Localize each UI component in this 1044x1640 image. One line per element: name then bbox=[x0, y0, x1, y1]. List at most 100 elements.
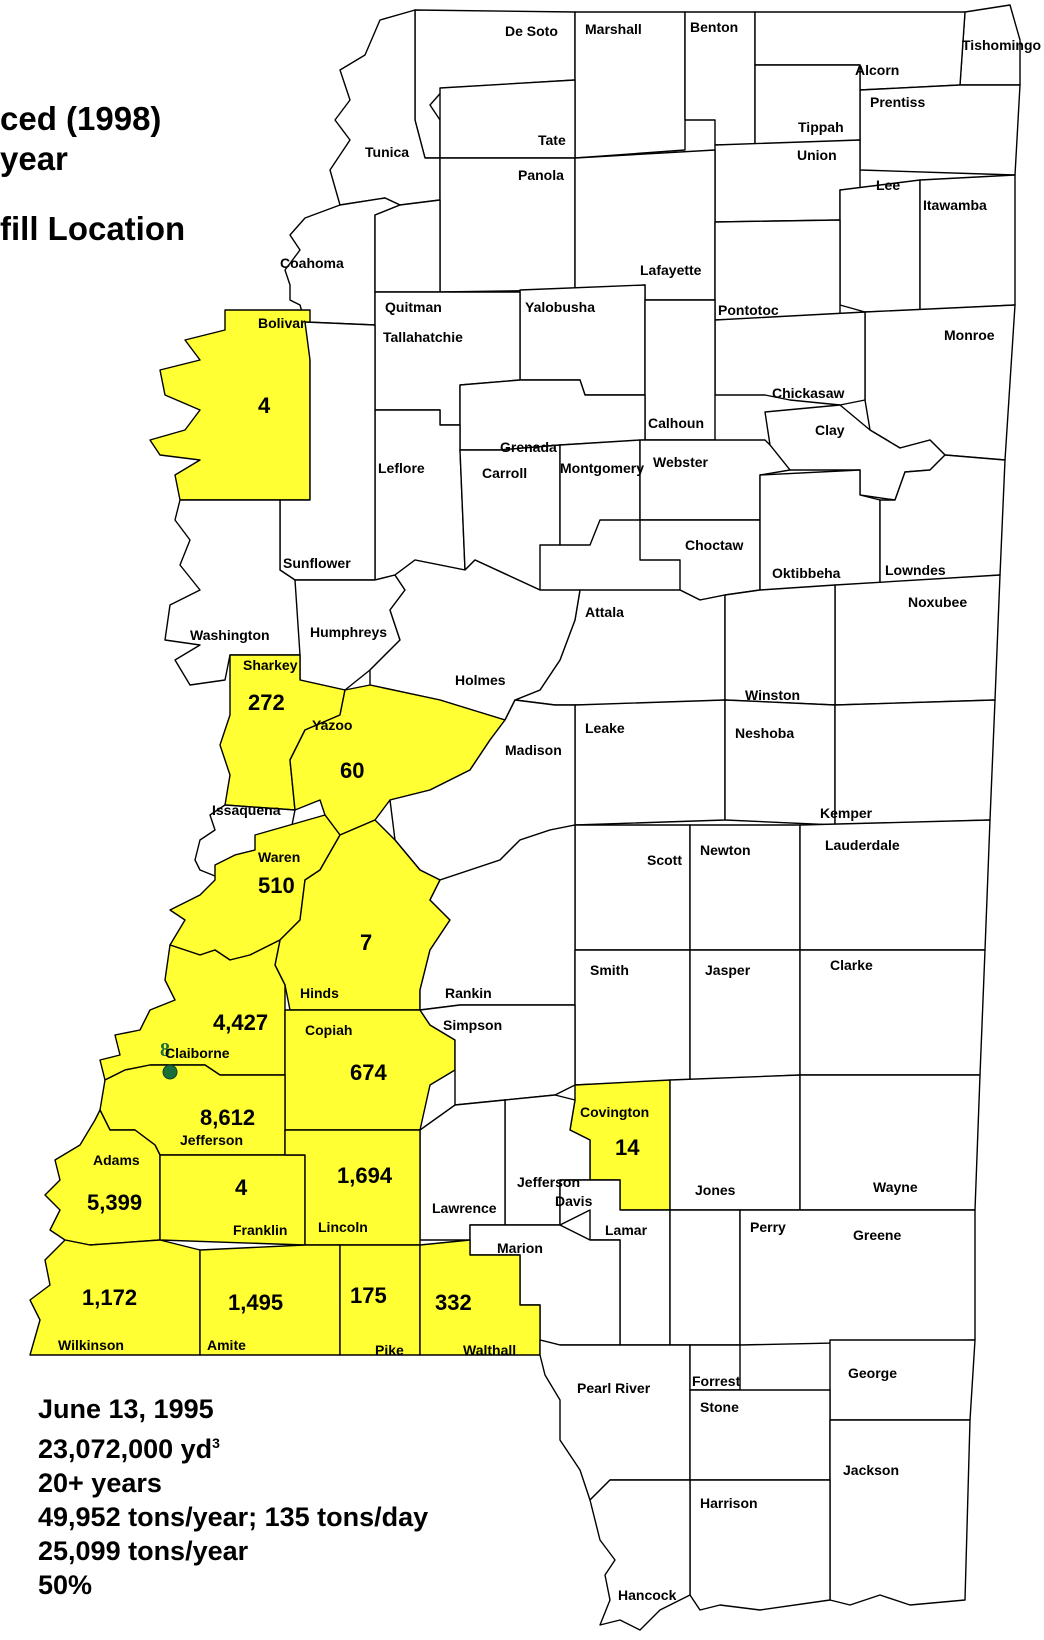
county-clarke[interactable] bbox=[799, 949, 986, 1076]
label-clarke: Clarke bbox=[830, 957, 873, 973]
county-jackson[interactable] bbox=[829, 1419, 971, 1606]
label-yalobusha: Yalobusha bbox=[525, 299, 595, 315]
value-adams: 5,399 bbox=[87, 1190, 142, 1215]
label-covington: Covington bbox=[580, 1104, 649, 1120]
label-jefferson: Jefferson bbox=[180, 1132, 243, 1148]
county-leake[interactable] bbox=[574, 699, 726, 826]
value-hinds: 7 bbox=[360, 930, 372, 955]
county-walthall[interactable] bbox=[419, 1239, 541, 1356]
label-oktibbeha: Oktibbeha bbox=[772, 565, 841, 581]
label-alcorn: Alcorn bbox=[855, 62, 899, 78]
label-attala: Attala bbox=[585, 604, 624, 620]
label-noxubee: Noxubee bbox=[908, 594, 967, 610]
label-adams: Adams bbox=[93, 1152, 140, 1168]
value-copiah: 674 bbox=[350, 1060, 387, 1085]
county-bolivar[interactable] bbox=[149, 309, 311, 501]
label-tunica: Tunica bbox=[365, 144, 409, 160]
label-coahoma: Coahoma bbox=[280, 255, 344, 271]
stats-volume-value: 23,072,000 yd bbox=[38, 1434, 213, 1464]
stats-percent: 50% bbox=[38, 1570, 93, 1600]
county-leflore[interactable] bbox=[374, 409, 466, 581]
legend-line-1: ced (1998) bbox=[0, 100, 162, 137]
label-desoto: De Soto bbox=[505, 23, 558, 39]
label-lowndes: Lowndes bbox=[885, 562, 946, 578]
stats-date: June 13, 1995 bbox=[38, 1394, 214, 1424]
label-jasper: Jasper bbox=[705, 962, 751, 978]
county-quitman[interactable] bbox=[374, 199, 441, 293]
county-harrison[interactable] bbox=[689, 1479, 831, 1611]
label-quitman: Quitman bbox=[385, 299, 442, 315]
county-pearlriver[interactable] bbox=[539, 1339, 691, 1501]
label-itawamba: Itawamba bbox=[923, 197, 987, 213]
value-bolivar: 4 bbox=[258, 393, 271, 418]
landfill-marker-label: 8 bbox=[160, 1039, 170, 1061]
label-pontotoc: Pontotoc bbox=[718, 302, 779, 318]
county-choctaw[interactable] bbox=[639, 519, 761, 601]
county-labels: De Soto Marshall Benton Tishomingo Alcor… bbox=[58, 19, 1041, 1603]
county-chickasaw[interactable] bbox=[714, 311, 866, 406]
county-adams[interactable] bbox=[44, 1109, 161, 1246]
label-madison: Madison bbox=[505, 742, 562, 758]
value-walthall: 332 bbox=[435, 1290, 472, 1315]
label-washington: Washington bbox=[190, 627, 270, 643]
label-monroe: Monroe bbox=[944, 327, 995, 343]
label-pike: Pike bbox=[375, 1342, 404, 1358]
label-lawrence: Lawrence bbox=[432, 1200, 497, 1216]
label-humphreys: Humphreys bbox=[310, 624, 387, 640]
value-jefferson: 8,612 bbox=[200, 1105, 255, 1130]
value-warren: 510 bbox=[258, 873, 295, 898]
label-marion: Marion bbox=[497, 1240, 543, 1256]
county-washington[interactable] bbox=[164, 499, 301, 686]
value-yazoo: 60 bbox=[340, 758, 364, 783]
stats-rate: 49,952 tons/year; 135 tons/day bbox=[38, 1502, 429, 1532]
label-webster: Webster bbox=[653, 454, 709, 470]
county-wilkinson[interactable] bbox=[29, 1239, 201, 1356]
label-panola: Panola bbox=[518, 167, 564, 183]
county-holmes[interactable] bbox=[369, 559, 581, 721]
label-pearlriver: Pearl River bbox=[577, 1380, 651, 1396]
label-george: George bbox=[848, 1365, 897, 1381]
label-winston: Winston bbox=[745, 687, 800, 703]
label-tippah: Tippah bbox=[798, 119, 844, 135]
stats-volume-unit-exponent: 3 bbox=[212, 1435, 220, 1451]
county-winston[interactable] bbox=[724, 584, 836, 706]
value-pike: 175 bbox=[350, 1283, 387, 1308]
label-chickasaw: Chickasaw bbox=[772, 385, 844, 401]
value-wilkinson: 1,172 bbox=[82, 1285, 137, 1310]
county-itawamba[interactable] bbox=[919, 174, 1016, 311]
label-walthall: Walthall bbox=[463, 1342, 516, 1358]
county-montgomery[interactable] bbox=[559, 439, 641, 546]
stats-years: 20+ years bbox=[38, 1468, 162, 1498]
county-tunica[interactable] bbox=[329, 9, 441, 206]
label-perry: Perry bbox=[750, 1219, 786, 1235]
county-hancock[interactable] bbox=[589, 1479, 691, 1631]
label-newton: Newton bbox=[700, 842, 751, 858]
landfill-marker[interactable] bbox=[162, 1064, 178, 1080]
label-holmes: Holmes bbox=[455, 672, 506, 688]
county-neshoba[interactable] bbox=[724, 699, 836, 826]
label-hancock: Hancock bbox=[618, 1587, 677, 1603]
county-lawrence[interactable] bbox=[419, 1099, 506, 1241]
label-tate: Tate bbox=[538, 132, 566, 148]
label-lee: Lee bbox=[876, 177, 900, 193]
county-lee[interactable] bbox=[839, 179, 921, 313]
legend-line-2: year bbox=[0, 140, 68, 177]
legend-line-3: fill Location bbox=[0, 210, 186, 247]
label-franklin: Franklin bbox=[233, 1222, 287, 1238]
county-union[interactable] bbox=[714, 139, 861, 223]
label-claiborne: Claiborne bbox=[165, 1045, 230, 1061]
county-scott[interactable] bbox=[574, 824, 691, 951]
label-lincoln: Lincoln bbox=[318, 1219, 368, 1235]
label-leflore: Leflore bbox=[378, 460, 425, 476]
label-lamar: Lamar bbox=[605, 1222, 648, 1238]
label-union: Union bbox=[797, 147, 837, 163]
label-calhoun: Calhoun bbox=[648, 415, 704, 431]
label-jeffdavis1: Jefferson bbox=[517, 1174, 580, 1190]
label-greene: Greene bbox=[853, 1227, 901, 1243]
value-claiborne: 4,427 bbox=[213, 1010, 268, 1035]
county-perry[interactable] bbox=[669, 1209, 741, 1346]
label-sunflower: Sunflower bbox=[283, 555, 351, 571]
label-grenada: Grenada bbox=[500, 439, 557, 455]
label-bolivar: Bolivar bbox=[258, 315, 306, 331]
